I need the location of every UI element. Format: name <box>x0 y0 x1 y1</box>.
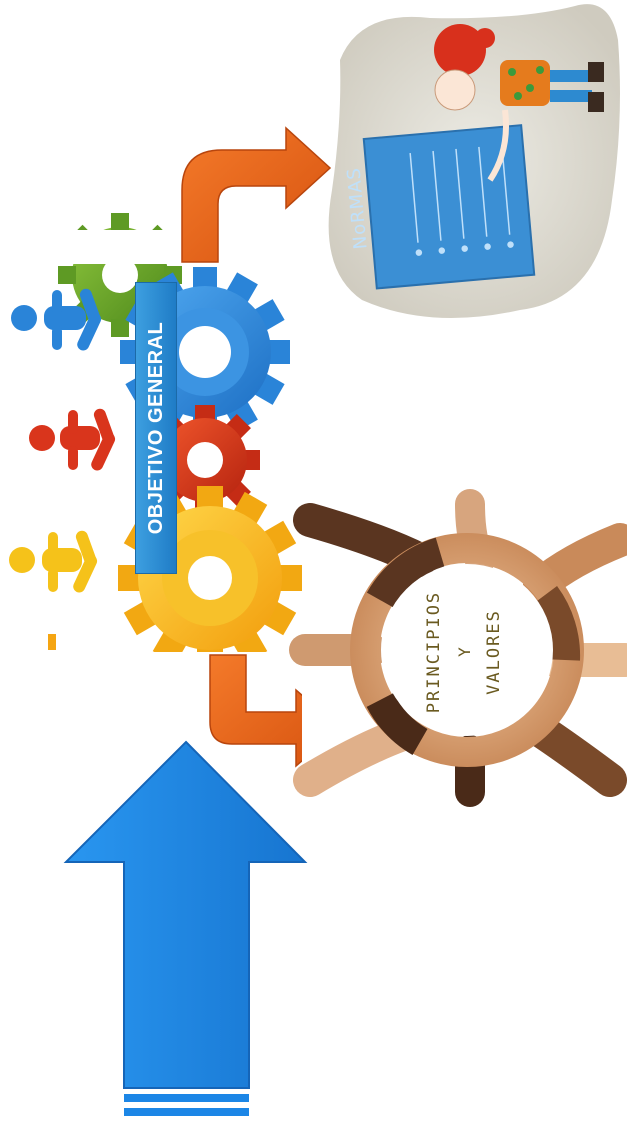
big-up-arrow-icon <box>63 740 308 1116</box>
normas-illustration <box>328 4 620 318</box>
red-person-icon <box>29 408 116 471</box>
blue-person-icon <box>11 288 102 351</box>
objetivo-general-label: OBJETIVO GENERAL <box>135 282 177 574</box>
y-label: Y <box>455 647 474 657</box>
valores-label: VALORES <box>484 609 504 695</box>
orange-arrow-to-normas-icon <box>181 126 332 263</box>
hands-circle-illustration <box>289 489 627 807</box>
yellow-person-icon <box>9 530 98 650</box>
principios-label: PRINCIPIOS <box>424 590 444 714</box>
